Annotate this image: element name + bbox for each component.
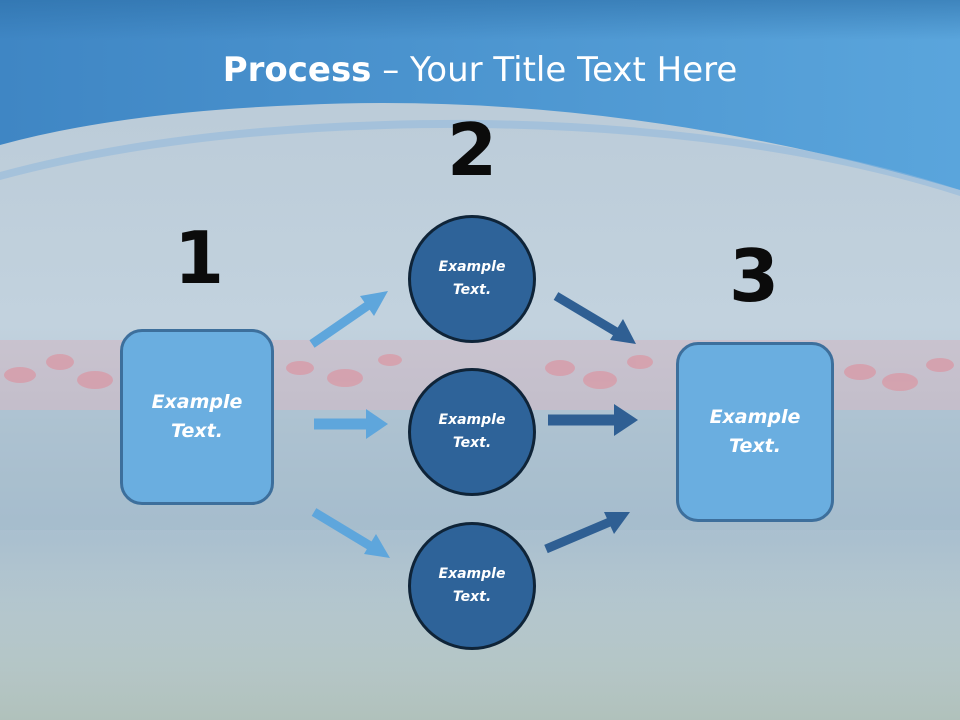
arrow-2b-to-3 (548, 404, 638, 436)
slide-title: Process – Your Title Text Here (0, 50, 960, 90)
step-3-box[interactable]: Example Text. (676, 342, 834, 522)
circle-middle-text-line2: Text. (452, 435, 492, 451)
circle-top-text-line2: Text. (452, 282, 492, 298)
circle-bottom-text-line2: Text. (452, 589, 492, 605)
step-1-text-line1: Example (151, 391, 243, 413)
circle-bottom-text-line1: Example (438, 566, 506, 582)
step-3-text-line2: Text. (729, 435, 781, 457)
circle-middle-text-line1: Example (438, 412, 506, 428)
arrow-2a-to-3 (553, 292, 636, 344)
step-2-circle-bottom[interactable]: Example Text. (408, 522, 536, 650)
step-2-number: 2 (446, 108, 498, 192)
arrow-1-to-2b (314, 409, 388, 439)
header-arc-highlight (0, 119, 960, 196)
circle-top-text-line1: Example (438, 259, 506, 275)
arrow-1-to-2c (311, 508, 390, 558)
step-2-circle-middle[interactable]: Example Text. (408, 368, 536, 496)
title-rest: – Your Title Text Here (371, 50, 738, 90)
step-3-text-line1: Example (709, 406, 801, 428)
step-1-text-line2: Text. (171, 420, 223, 442)
header-band (0, 0, 960, 190)
arrow-2c-to-3 (544, 512, 630, 554)
step-2-circle-top[interactable]: Example Text. (408, 215, 536, 343)
title-bold: Process (222, 50, 372, 90)
step-3-number: 3 (728, 234, 780, 318)
step-1-box[interactable]: Example Text. (120, 329, 274, 505)
flamingo-flock (4, 354, 954, 391)
arrow-1-to-2a (309, 291, 388, 348)
step-1-number: 1 (173, 216, 225, 300)
